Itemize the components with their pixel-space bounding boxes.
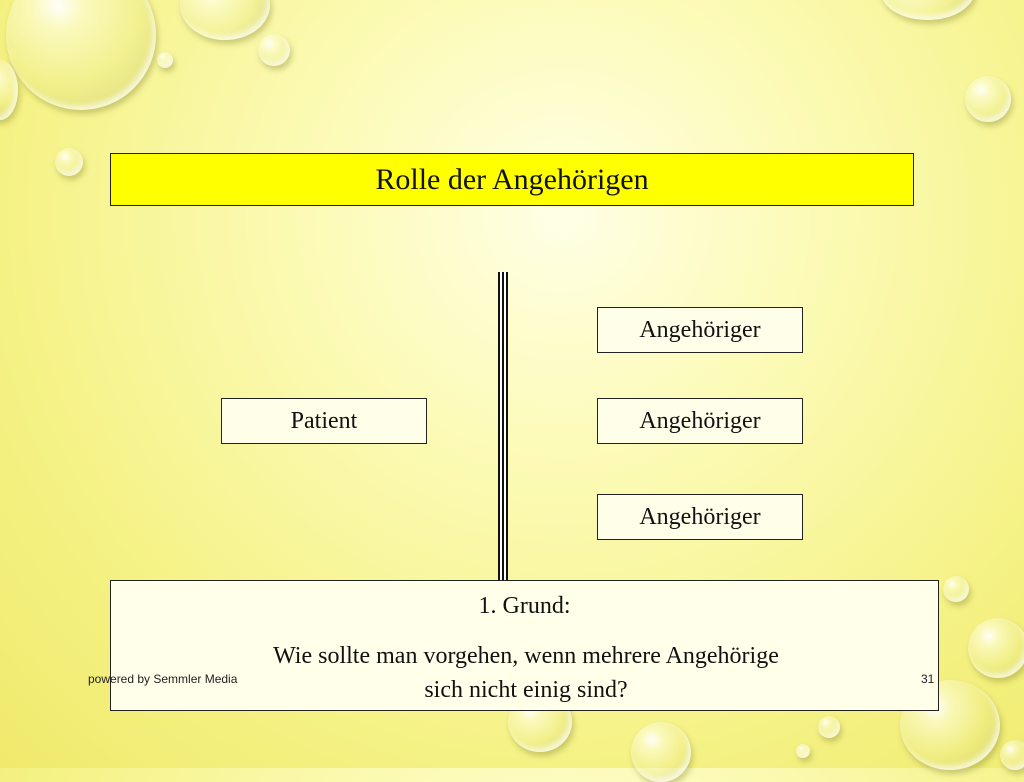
water-drop-decoration (1000, 740, 1024, 770)
water-drop-decoration (631, 722, 691, 782)
slide-title-box: Rolle der Angehörigen (110, 153, 914, 206)
water-drop-decoration (965, 76, 1011, 122)
relative-label: Angehöriger (639, 407, 761, 434)
question-heading: 1. Grund: (478, 593, 571, 619)
relative-label: Angehöriger (639, 316, 761, 343)
water-drop-decoration (258, 34, 290, 66)
relative-box-1: Angehöriger (597, 307, 803, 353)
water-drop-decoration (943, 576, 969, 602)
relative-box-3: Angehöriger (597, 494, 803, 540)
question-text-line-1: Wie sollte man vorgehen, wenn mehrere An… (273, 643, 779, 669)
slide-title: Rolle der Angehörigen (375, 162, 649, 196)
water-drop-decoration (968, 618, 1024, 678)
water-drop-decoration (0, 60, 18, 120)
water-drop-decoration (55, 148, 83, 176)
water-drop-decoration (180, 0, 270, 40)
patient-label: Patient (290, 407, 358, 434)
water-drop-decoration (818, 716, 840, 738)
patient-box: Patient (221, 398, 427, 444)
relative-box-2: Angehöriger (597, 398, 803, 444)
question-box: 1. Grund: Wie sollte man vorgehen, wenn … (110, 580, 939, 711)
water-drop-decoration (6, 0, 156, 110)
water-drop-decoration (796, 744, 810, 758)
water-drop-decoration (157, 52, 173, 68)
question-text-line-2: sich nicht einig sind? (424, 677, 628, 703)
water-drop-decoration (880, 0, 975, 20)
page-number: 31 (921, 672, 935, 686)
relative-label: Angehöriger (639, 503, 761, 530)
footer-credit: powered by Semmler Media (88, 672, 238, 686)
vertical-divider (498, 272, 508, 582)
